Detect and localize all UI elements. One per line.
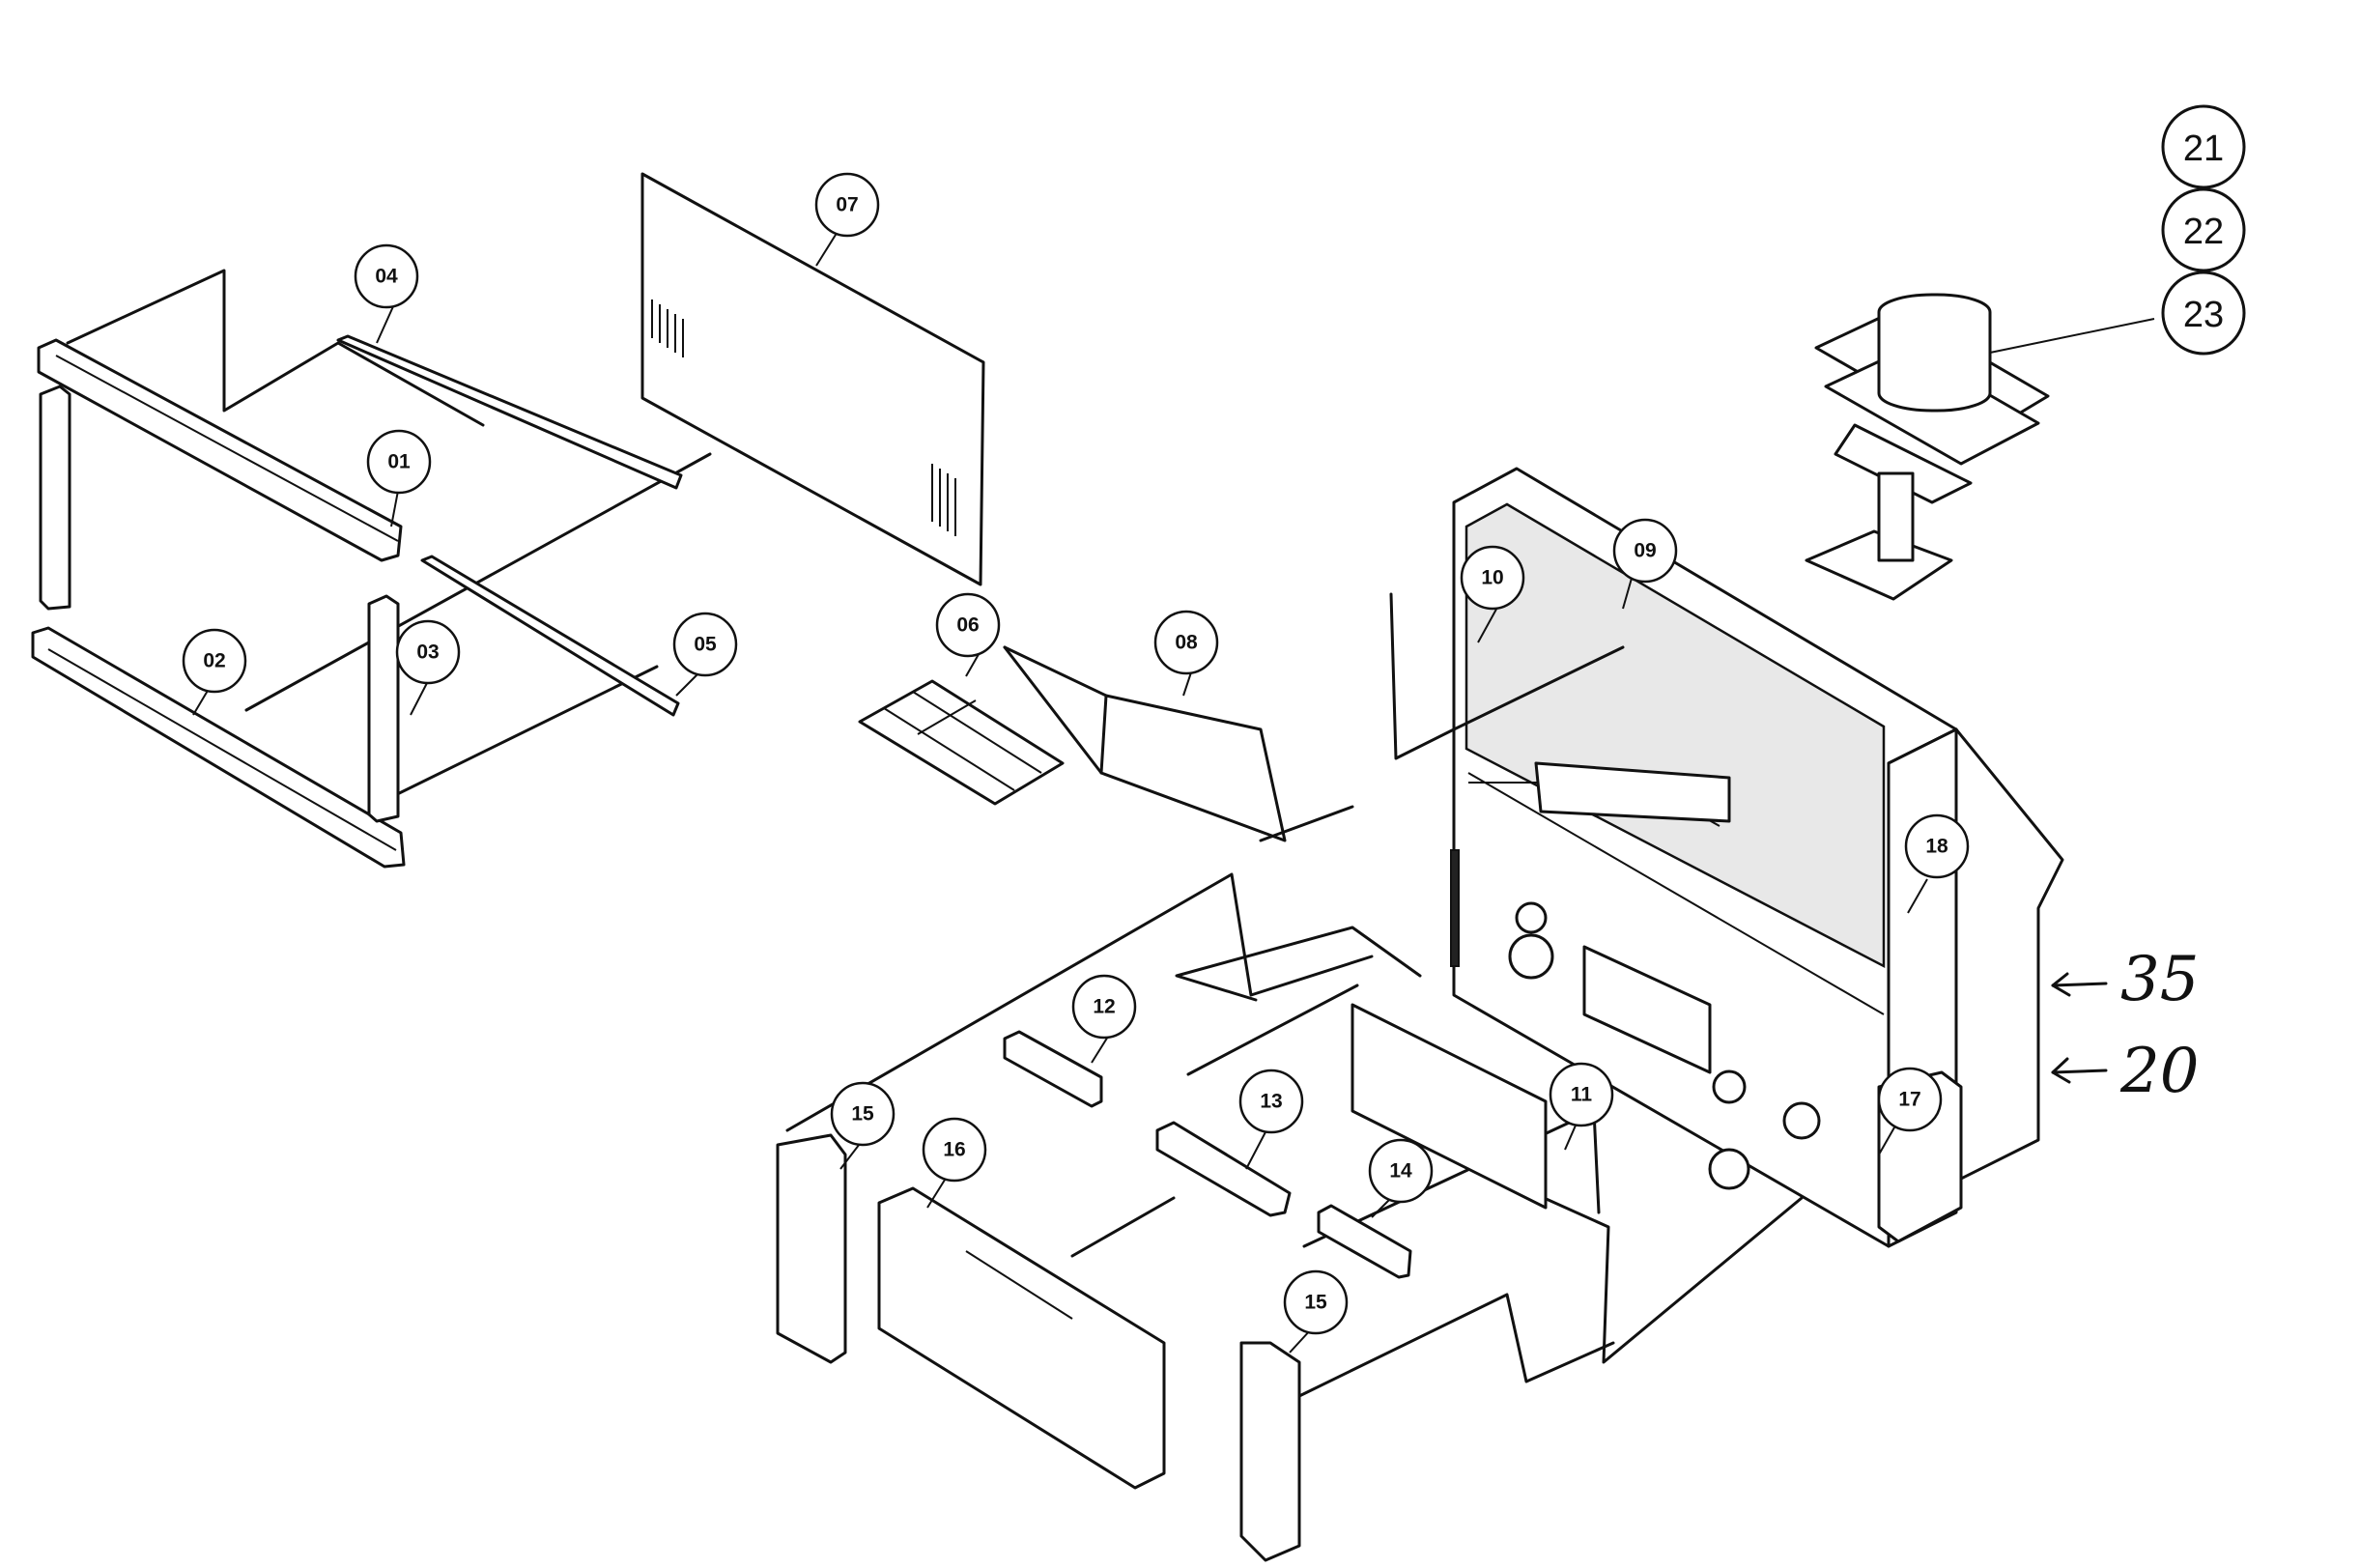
svg-text:20: 20 [2119, 1036, 2199, 1107]
svg-text:12: 12 [1093, 996, 1115, 1018]
callout-13: 13 [1238, 1069, 1304, 1134]
callout-06: 06 [935, 592, 1001, 658]
callout-22: 22 [2161, 187, 2246, 272]
bracket-14 [1317, 1204, 1412, 1279]
callout-15-right: 15 [1283, 1269, 1349, 1335]
callout-04: 04 [354, 243, 419, 309]
svg-text:35: 35 [2120, 944, 2199, 1015]
svg-text:03: 03 [416, 641, 439, 664]
svg-text:11: 11 [1571, 1084, 1593, 1106]
svg-text:17: 17 [1898, 1089, 1920, 1111]
callout-02: 02 [182, 628, 247, 694]
back-panel [640, 172, 985, 586]
side-panel-left [776, 1133, 847, 1364]
callout-05: 05 [672, 612, 738, 677]
svg-text:06: 06 [956, 614, 979, 637]
left-post [39, 385, 71, 611]
top-rail [37, 338, 403, 562]
callout-12: 12 [1071, 974, 1137, 1040]
right-post [367, 594, 400, 823]
front-frame-group [31, 269, 712, 869]
handwritten-label-20: 20 [2051, 1036, 2199, 1107]
callout-07: 07 [814, 172, 880, 238]
callout-21: 21 [2161, 104, 2246, 189]
mirror-panel [1099, 694, 1287, 842]
svg-text:15: 15 [1304, 1292, 1327, 1314]
callout-18: 18 [1904, 813, 1970, 879]
svg-text:21: 21 [2183, 128, 2224, 169]
callout-01: 01 [366, 429, 432, 495]
filter-frame [858, 679, 1065, 806]
callout-17: 17 [1877, 1067, 1943, 1132]
callout-14: 14 [1368, 1138, 1434, 1204]
svg-text:09: 09 [1634, 540, 1656, 562]
bracket-13 [1155, 1121, 1292, 1217]
callout-16: 16 [922, 1117, 987, 1183]
svg-text:04: 04 [375, 266, 398, 288]
svg-text:08: 08 [1175, 632, 1198, 654]
svg-text:05: 05 [694, 634, 717, 656]
bracket-12 [1003, 1030, 1103, 1108]
callout-15-left: 15 [830, 1081, 896, 1147]
handwritten-label-35: 35 [2051, 944, 2199, 1015]
callout-11: 11 [1549, 1062, 1614, 1127]
callout-09: 09 [1612, 518, 1678, 584]
svg-text:13: 13 [1260, 1091, 1282, 1113]
svg-text:22: 22 [2183, 212, 2224, 252]
svg-text:15: 15 [851, 1103, 874, 1126]
speaker-grill [1351, 1003, 1548, 1210]
svg-text:18: 18 [1925, 836, 1948, 858]
callout-03: 03 [395, 619, 461, 685]
svg-text:01: 01 [387, 451, 411, 473]
svg-text:23: 23 [2183, 295, 2224, 335]
side-panel-right [1239, 1341, 1301, 1562]
svg-text:07: 07 [836, 194, 858, 216]
callout-08: 08 [1153, 610, 1219, 675]
svg-text:10: 10 [1481, 567, 1503, 589]
top-bar [336, 334, 683, 490]
callout-23: 23 [2161, 271, 2246, 356]
lower-bar [420, 555, 680, 717]
svg-text:02: 02 [203, 650, 225, 672]
svg-text:14: 14 [1389, 1160, 1412, 1183]
lens-assembly [1805, 293, 2050, 601]
svg-text:16: 16 [943, 1139, 965, 1161]
callout-10: 10 [1460, 545, 1525, 611]
front-panel [877, 1186, 1166, 1490]
